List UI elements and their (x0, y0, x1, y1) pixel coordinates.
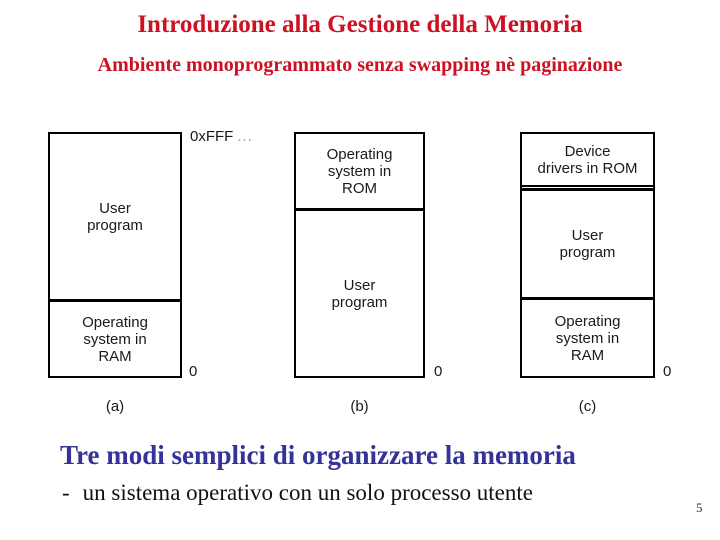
zero-address-label-b: 0 (434, 363, 443, 380)
zero-address-label-a: 0 (189, 363, 198, 380)
box-a-os-in-ram-section: Operating system in RAM (50, 299, 180, 376)
slide-subtitle: Ambiente monoprogrammato senza swapping … (97, 54, 623, 76)
bullet-text: un sistema operativo con un solo process… (82, 480, 533, 505)
box-a-user-program-section: User program (87, 199, 143, 234)
memory-box-a: User program Operating system in RAM (48, 132, 182, 378)
box-b-user-program-section: User program (296, 208, 423, 376)
box-c-user-program-section: User program (522, 188, 653, 297)
address-label-top-value: 0xFFF (190, 128, 234, 145)
address-label-top-ellipsis: ... (237, 128, 253, 145)
box-b-os-in-rom-section: Operating system in ROM (326, 145, 393, 197)
box-c-device-drivers-section: Device drivers in ROM (522, 134, 653, 187)
zero-address-label-c: 0 (663, 363, 672, 380)
footer-heading: Tre modi semplici di organizzare la memo… (60, 440, 576, 470)
memory-box-b: Operating system in ROM User program (294, 132, 425, 378)
memory-box-c: Device drivers in ROM User program Opera… (520, 132, 655, 378)
bullet-line: -un sistema operativo con un solo proces… (62, 480, 533, 506)
figure-caption-c: (c) (578, 398, 597, 415)
page-number: 5 (696, 500, 703, 515)
slide-title: Introduzione alla Gestione della Memoria (137, 11, 583, 38)
bullet-dash: - (62, 480, 70, 505)
address-label-top: 0xFFF... (190, 128, 253, 145)
figure-caption-a: (a) (105, 398, 125, 415)
figure-caption-b: (b) (350, 398, 369, 415)
box-c-os-in-ram-section: Operating system in RAM (522, 297, 653, 376)
